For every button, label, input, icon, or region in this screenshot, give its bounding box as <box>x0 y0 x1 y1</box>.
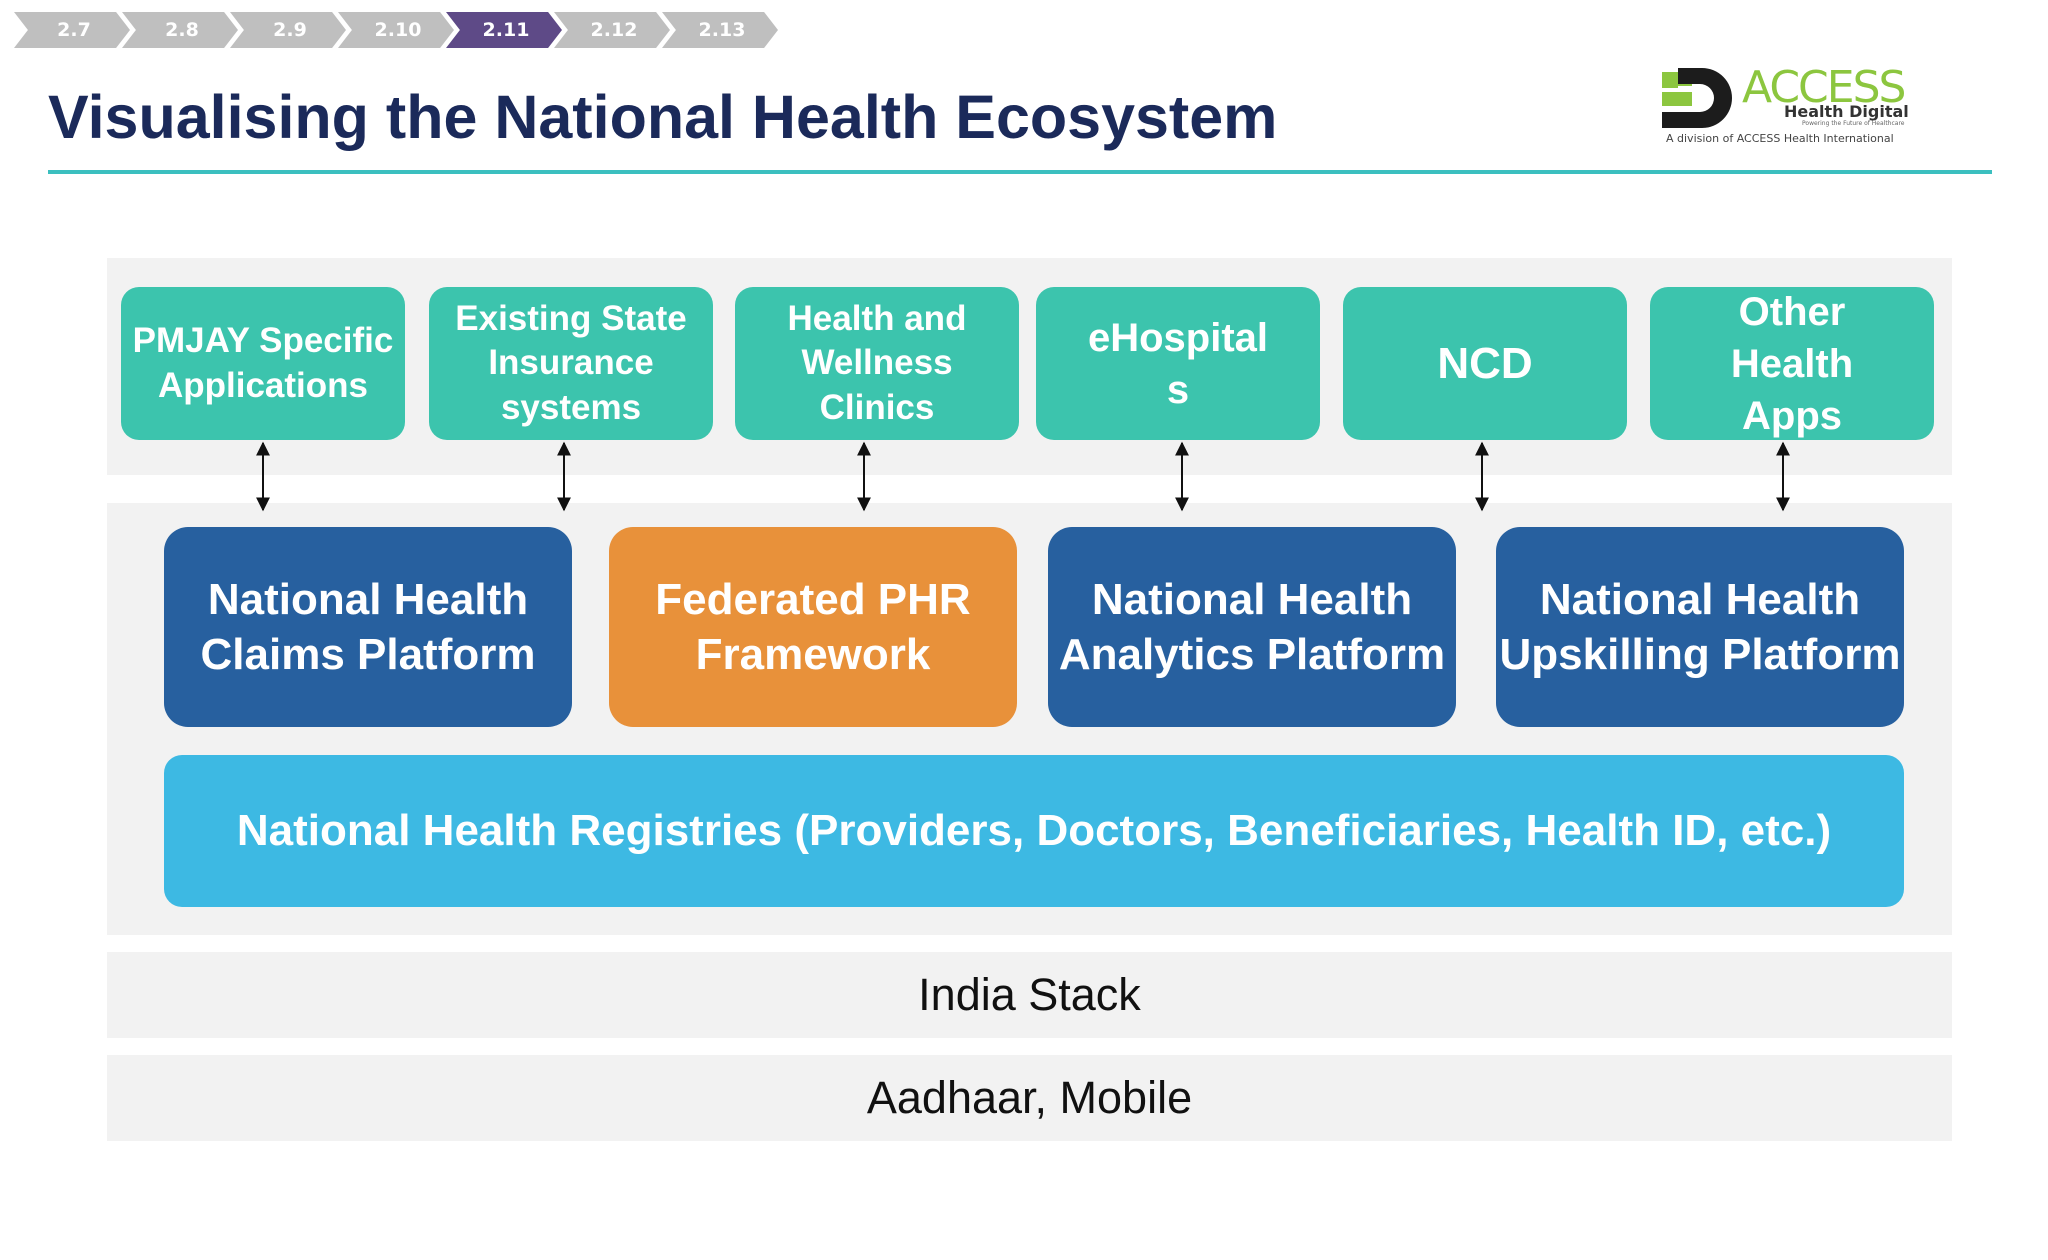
app-box-other-health-apps[interactable]: Other Health Apps <box>1650 287 1934 440</box>
logo-subtagline: Powering the Future of Healthcare <box>1802 120 1905 127</box>
breadcrumb-item-2-13[interactable]: 2.13 <box>662 12 778 48</box>
india-stack-layer: India Stack <box>107 952 1952 1038</box>
aadhaar-mobile-layer: Aadhaar, Mobile <box>107 1055 1952 1141</box>
app-label-ehospitals: eHospitals <box>1087 315 1269 412</box>
app-box-wellness-clinics[interactable]: Health and Wellness Clinics <box>735 287 1019 440</box>
logo-division: A division of ACCESS Health Internationa… <box>1666 132 1894 145</box>
app-box-ncd[interactable]: NCD <box>1343 287 1627 440</box>
breadcrumb-item-2-7[interactable]: 2.7 <box>14 12 130 48</box>
platform-claims[interactable]: National Health Claims Platform <box>164 527 572 727</box>
app-label-ncd: NCD <box>1437 338 1533 388</box>
breadcrumb-item-2-10[interactable]: 2.10 <box>338 12 454 48</box>
breadcrumb-item-2-8[interactable]: 2.8 <box>122 12 238 48</box>
access-health-digital-logo: ACCESS Health Digital Powering the Futur… <box>1660 62 1920 152</box>
breadcrumb: 2.7 2.8 2.9 2.10 2.11 2.12 2.13 <box>14 12 814 48</box>
platform-upskilling[interactable]: National Health Upskilling Platform <box>1496 527 1904 727</box>
national-health-registries[interactable]: National Health Registries (Providers, D… <box>164 755 1904 907</box>
title-divider <box>48 170 1992 174</box>
platform-federated-phr[interactable]: Federated PHR Framework <box>609 527 1017 727</box>
logo-tagline: Health Digital <box>1784 102 1909 121</box>
app-label-state-insurance: Existing State Insurance systems <box>455 298 687 427</box>
app-box-state-insurance[interactable]: Existing State Insurance systems <box>429 287 713 440</box>
logo-mark-icon <box>1662 68 1732 128</box>
app-box-ehospitals[interactable]: eHospitals <box>1036 287 1320 440</box>
breadcrumb-item-2-9[interactable]: 2.9 <box>230 12 346 48</box>
applications-band <box>107 258 1952 475</box>
logo-brand: ACCESS <box>1742 62 1906 113</box>
breadcrumb-item-2-12[interactable]: 2.12 <box>554 12 670 48</box>
app-label-pmjay: PMJAY Specific Applications <box>132 321 394 405</box>
app-box-pmjay[interactable]: PMJAY Specific Applications <box>121 287 405 440</box>
app-label-other-health-apps: Other Health Apps <box>1730 289 1854 438</box>
breadcrumb-item-2-11[interactable]: 2.11 <box>446 12 562 48</box>
page-title: Visualising the National Health Ecosyste… <box>48 83 1278 151</box>
platform-analytics[interactable]: National Health Analytics Platform <box>1048 527 1456 727</box>
app-label-wellness-clinics: Health and Wellness Clinics <box>787 298 967 427</box>
